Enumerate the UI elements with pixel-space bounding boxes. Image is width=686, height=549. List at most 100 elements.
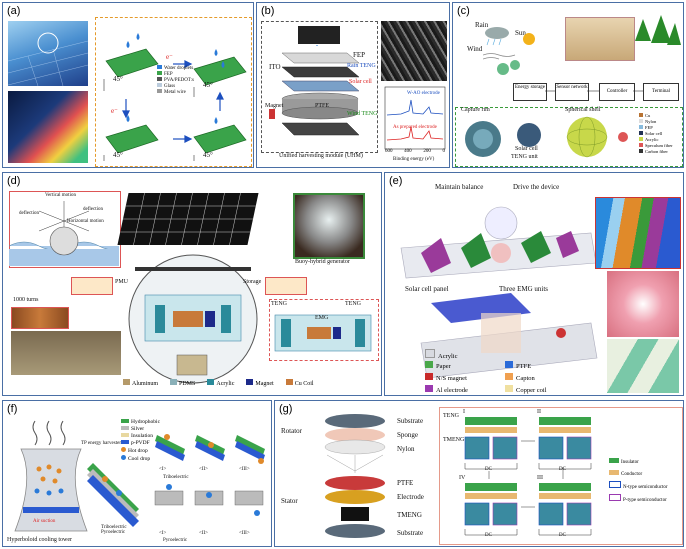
- drive-label: Drive the device: [513, 183, 560, 191]
- device-photo: [11, 331, 121, 375]
- buoy-photo: [293, 193, 365, 259]
- layer-label: Nylon: [397, 445, 415, 453]
- stator-label: Stator: [281, 497, 298, 505]
- mechanism-box: [439, 407, 683, 545]
- legend-item: Insulator: [609, 457, 668, 469]
- layer-label: Electrode: [397, 493, 424, 501]
- ito-label: ITO: [269, 63, 281, 71]
- solar-label: Solar cell: [515, 146, 538, 152]
- legend-item: Metal wire: [157, 89, 194, 95]
- panel-label: (a): [7, 5, 21, 17]
- dc-label: DC: [559, 533, 566, 538]
- unit-label: TENG unit: [511, 154, 538, 160]
- angle-label: 45°: [203, 151, 213, 159]
- x-axis-label: Binding energy (eV): [393, 157, 435, 162]
- wind-label: Wind: [467, 45, 483, 53]
- step-label: <III>: [239, 531, 250, 536]
- stage-label: III: [537, 475, 543, 481]
- panel-f: (f) Air suction Hyperboloid cooling towe…: [2, 400, 272, 547]
- angle-label: 45°: [203, 81, 213, 89]
- panel-label: (d): [7, 175, 21, 187]
- legend-item: Paper: [425, 361, 451, 372]
- buoy-cross-section: [128, 254, 258, 384]
- folded-paper-photo: [607, 339, 679, 393]
- step-label: <II>: [199, 467, 208, 472]
- storage-box: [265, 277, 307, 295]
- energy-storage-box: Energy storage: [513, 83, 547, 101]
- magnet-label: Magnet: [265, 103, 284, 109]
- teng-label: TENG: [271, 301, 287, 307]
- panel-c: (c) Rain Sun Wind Energy storage Sensor …: [452, 2, 684, 168]
- device-photo: [607, 271, 679, 337]
- disk-stack: [324, 414, 386, 538]
- dc-label: DC: [485, 467, 492, 472]
- horizontal-label: Horizontal motion: [67, 219, 104, 224]
- legend-item: p-PVDF: [121, 440, 160, 447]
- weather-icons: [483, 27, 535, 75]
- wind-teng-label: Wind TENG: [347, 111, 378, 117]
- legend-item: FEP: [157, 71, 194, 77]
- pmu-label: PMU: [115, 279, 129, 285]
- shell-label: Spherical shell: [565, 107, 601, 113]
- panel-b: (b) FEP ITO Rain TENG Solar cell Magnet …: [256, 2, 450, 168]
- ptfe-label: PTFE: [315, 103, 330, 109]
- step-label: <II>: [199, 531, 208, 536]
- layer-label: Substrate: [397, 529, 424, 537]
- capture-label: Capture rim: [461, 107, 490, 113]
- panel-d: (d) Vertical motion deflection deflectio…: [2, 172, 382, 396]
- panel-label: (g): [279, 403, 293, 415]
- legend-item: Nylon: [639, 119, 673, 125]
- spectrum-photo: [8, 91, 88, 163]
- teng-label: TENG: [345, 301, 361, 307]
- dc-label: DC: [559, 467, 566, 472]
- exploded-module-diagram: [269, 33, 360, 136]
- tp2-label: Triboelectric Pyroelectric: [101, 525, 127, 535]
- solar-grid-icon: [8, 32, 88, 86]
- legend-item: P-type semiconductor: [609, 494, 668, 507]
- panel-e: (e) Maintain balance Drive the device So…: [384, 172, 684, 396]
- tp-label: TP energy harvester: [81, 441, 121, 446]
- teng-emg-detail: [274, 314, 372, 352]
- pmu-box: [71, 277, 113, 295]
- stage-diagrams: [464, 417, 592, 536]
- legend-item: Carbon fiber: [639, 149, 673, 155]
- step-label: <III>: [239, 467, 250, 472]
- coil-photo: [11, 307, 69, 329]
- layer-label: TMENG: [397, 511, 422, 519]
- legend-item: Cool drop: [121, 455, 160, 463]
- legend: Cu Nylon FEP Solar cell Acrylic Speculum…: [639, 113, 673, 155]
- legend-item: Copper coil: [505, 385, 547, 395]
- layer-label: Substrate: [397, 417, 424, 425]
- legend-item: Aluminum: [123, 379, 158, 387]
- tribo-label: Triboelectric: [163, 475, 189, 480]
- legend-item: Silver: [121, 426, 160, 433]
- electron-label: e⁻: [166, 53, 173, 61]
- flow-row: Energy storage Sensor network Controller…: [513, 83, 681, 101]
- vertical-label: Vertical motion: [45, 193, 76, 198]
- legend-item: Solar cell: [639, 131, 673, 137]
- sem-image: [381, 21, 447, 81]
- panel-g: (g) Rotator Stator Substrate Sponge Nylo…: [274, 400, 684, 547]
- legend-item: Speculum fiber: [639, 143, 673, 149]
- legend: Water droplets FEP PVA/PEDOT:s Glass Met…: [157, 65, 194, 95]
- xps-chart: [384, 86, 446, 150]
- tower-label: Hyperboloid cooling tower: [7, 537, 72, 543]
- dc-label: DC: [485, 533, 492, 538]
- step-label: <I>: [159, 531, 167, 536]
- storage-label: Storage: [243, 279, 262, 285]
- stage-label: IV: [459, 475, 466, 481]
- solar-array: [117, 193, 259, 245]
- turns-label: 1000 turns: [13, 297, 39, 303]
- legend-item: Water droplets: [157, 65, 194, 71]
- panel-label: (b): [261, 5, 275, 17]
- legend-item: N/S magnet: [425, 373, 467, 384]
- legend: Hydrophobic Silver Insulation p-PVDF Hot…: [121, 419, 160, 463]
- solar-grid-lines: [120, 193, 256, 245]
- solar-cell-label: Solar cell: [349, 79, 372, 85]
- sem-inset: [297, 25, 341, 45]
- legend: Aluminum PDMS Acrylic Magnet Cu Coil: [123, 379, 314, 387]
- legend-item: Conductor: [609, 469, 668, 481]
- wao-label: W-AO electrode: [407, 91, 440, 96]
- tmeng-label: TMENG: [443, 437, 465, 443]
- mechanism-diagram: [103, 33, 247, 161]
